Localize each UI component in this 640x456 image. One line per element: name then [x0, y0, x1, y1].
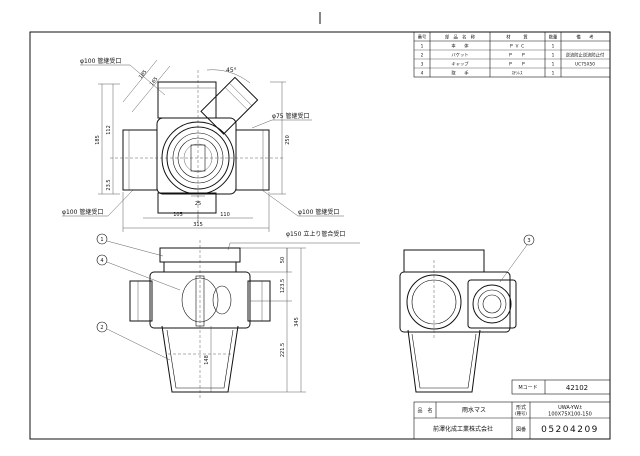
drawing-no-label: 図番 [516, 426, 526, 433]
dim-123-5: 123.5 [280, 279, 286, 293]
dim-112: 112 [106, 125, 112, 135]
label-pipe-left: φ100 管継受口 [62, 208, 103, 216]
label-pipe-top: φ100 管継受口 [80, 57, 121, 65]
name-value: 雨水マス [462, 406, 486, 414]
dim-315: 315 [193, 222, 203, 228]
parts-row-2-qty: 1 [552, 53, 555, 59]
parts-row-4-qty: 1 [552, 71, 555, 77]
parts-row-1-name: 本 体 [451, 43, 469, 50]
mcode-label: Mコード [518, 385, 537, 391]
parts-row-2-note: 逆流防止逆流防止付 [566, 52, 605, 59]
parts-row-1-no: 1 [421, 44, 424, 50]
front-view: φ150 立上り管合受口 50 123.5 221.5 345 148 1 4 … [96, 230, 360, 400]
parts-row-4-material: ｽﾃﾝﾚｽ [512, 71, 523, 77]
dim-185-diagonal: 185 [138, 69, 149, 80]
dim-250: 250 [285, 135, 291, 145]
model-value-2: 100X75X100-150 [548, 412, 592, 418]
dim-50: 50 [280, 257, 286, 263]
company-name: 前澤化成工業株式会社 [433, 425, 493, 433]
top-view: 45° 185 165 φ100 管継受口 φ75 管継受口 185 112 2… [62, 57, 344, 232]
parts-row-2-name: バケット [451, 52, 468, 59]
drawing-no: 05204209 [541, 425, 599, 435]
parts-header-material: 材 質 [506, 34, 528, 41]
parts-table: 番号 部 品 名 称 材 質 数量 備 考 1 本 体 Ｐ Ｖ Ｃ 1 2 バケ… [413, 31, 611, 78]
model-label: 形式 [516, 404, 526, 411]
parts-header-no: 番号 [418, 34, 427, 41]
dim-25: 25 [195, 201, 201, 207]
sheet-border [29, 31, 611, 440]
parts-row-3-qty: 1 [552, 62, 555, 68]
label-riser: φ150 立上り管合受口 [286, 230, 345, 238]
model-label-sub: (種号) [515, 410, 527, 417]
dim-110: 110 [220, 212, 230, 218]
parts-row-4-no: 4 [421, 71, 424, 77]
name-label: 品 名 [417, 407, 432, 414]
parts-row-3-note: UC75X50 [575, 62, 595, 68]
dim-angle-45: 45° [226, 67, 237, 74]
side-view: 3 [399, 234, 535, 393]
mcode-value: 42102 [566, 384, 588, 392]
dim-221-5: 221.5 [280, 343, 286, 357]
parts-header-qty: 数量 [549, 34, 558, 41]
parts-header-note: 備 考 [576, 34, 594, 41]
dim-345: 345 [294, 317, 300, 327]
parts-row-1-qty: 1 [552, 44, 555, 50]
dim-148: 148 [204, 355, 210, 365]
parts-row-2-no: 2 [421, 53, 424, 59]
dim-105: 105 [173, 212, 183, 218]
dim-165-diagonal: 165 [149, 76, 160, 87]
parts-row-3-name: キャップ [451, 62, 469, 68]
dim-185-vertical: 185 [95, 135, 101, 145]
parts-row-3-no: 3 [421, 62, 424, 68]
title-block: Mコード 42102 品 名 雨水マス 形式 (種号) UWA-YW.t 100… [413, 379, 611, 440]
balloon-1: 1 [100, 237, 103, 243]
model-value-1: UWA-YW.t [558, 405, 582, 411]
balloon-2: 2 [100, 325, 103, 331]
dim-23-5: 23.5 [106, 179, 112, 190]
parts-row-3-material: Ｐ Ｐ [508, 62, 525, 68]
parts-row-1-material: Ｐ Ｖ Ｃ [509, 44, 525, 50]
parts-row-4-name: 取 手 [451, 70, 469, 77]
balloon-4: 4 [100, 258, 103, 264]
parts-row-2-material: Ｐ Ｐ [508, 53, 525, 59]
label-pipe-bottom: φ100 管継受口 [298, 208, 339, 216]
label-pipe-right: φ75 管継受口 [272, 112, 310, 120]
balloon-3: 3 [527, 238, 530, 244]
parts-header-name: 部 品 名 称 [445, 34, 476, 41]
